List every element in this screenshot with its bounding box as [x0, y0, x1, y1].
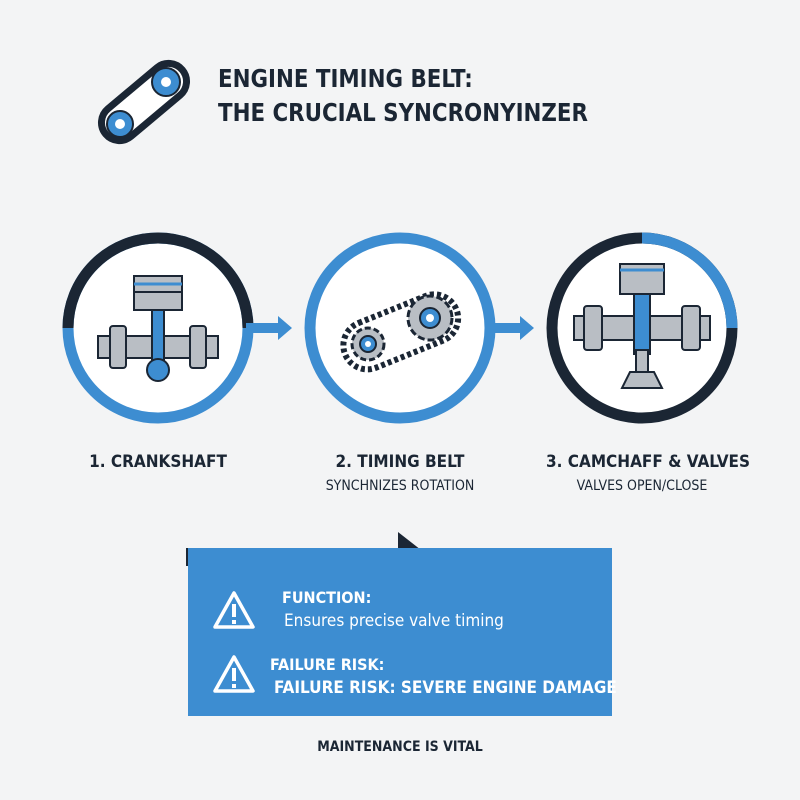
step-2-title: 2. TIMING BELT: [335, 452, 465, 472]
function-label: FUNCTION:: [282, 588, 372, 607]
timing-belt-gears-icon: [340, 291, 462, 373]
warning-triangle-icon: [213, 655, 255, 693]
crankshaft-piston-icon: [97, 275, 219, 382]
failure-risk-text: FAILURE RISK: SEVERE ENGINE DAMAGE: [274, 678, 617, 698]
title-line-2: THE CRUCIAL SYNCRONYINZER: [218, 98, 588, 127]
belt-and-gears-logo-icon: [97, 59, 191, 145]
flow-arrow-2: [488, 316, 534, 340]
info-panel: [188, 548, 612, 716]
timing-belt-circle: [304, 232, 496, 424]
title-line-1: ENGINE TIMING BELT:: [218, 64, 473, 93]
step-3-subtitle: VALVES OPEN/CLOSE: [576, 478, 708, 494]
function-text: Ensures precise valve timing: [284, 611, 504, 631]
camshaft-valves-circle: [546, 232, 738, 424]
footer-text: MAINTENANCE IS VITAL: [317, 739, 483, 755]
crankshaft-circle: [62, 232, 254, 424]
flow-arrow-1: [246, 316, 292, 340]
warning-triangle-icon: [213, 591, 255, 629]
camshaft-valve-icon: [573, 263, 711, 389]
step-1-title: 1. CRANKSHAFT: [89, 452, 227, 472]
step-3-title: 3. CAMCHAFF & VALVES: [545, 452, 751, 472]
step-2-subtitle: SYNCHNIZES ROTATION: [325, 478, 475, 494]
failure-risk-label: FAILURE RISK:: [270, 655, 385, 674]
